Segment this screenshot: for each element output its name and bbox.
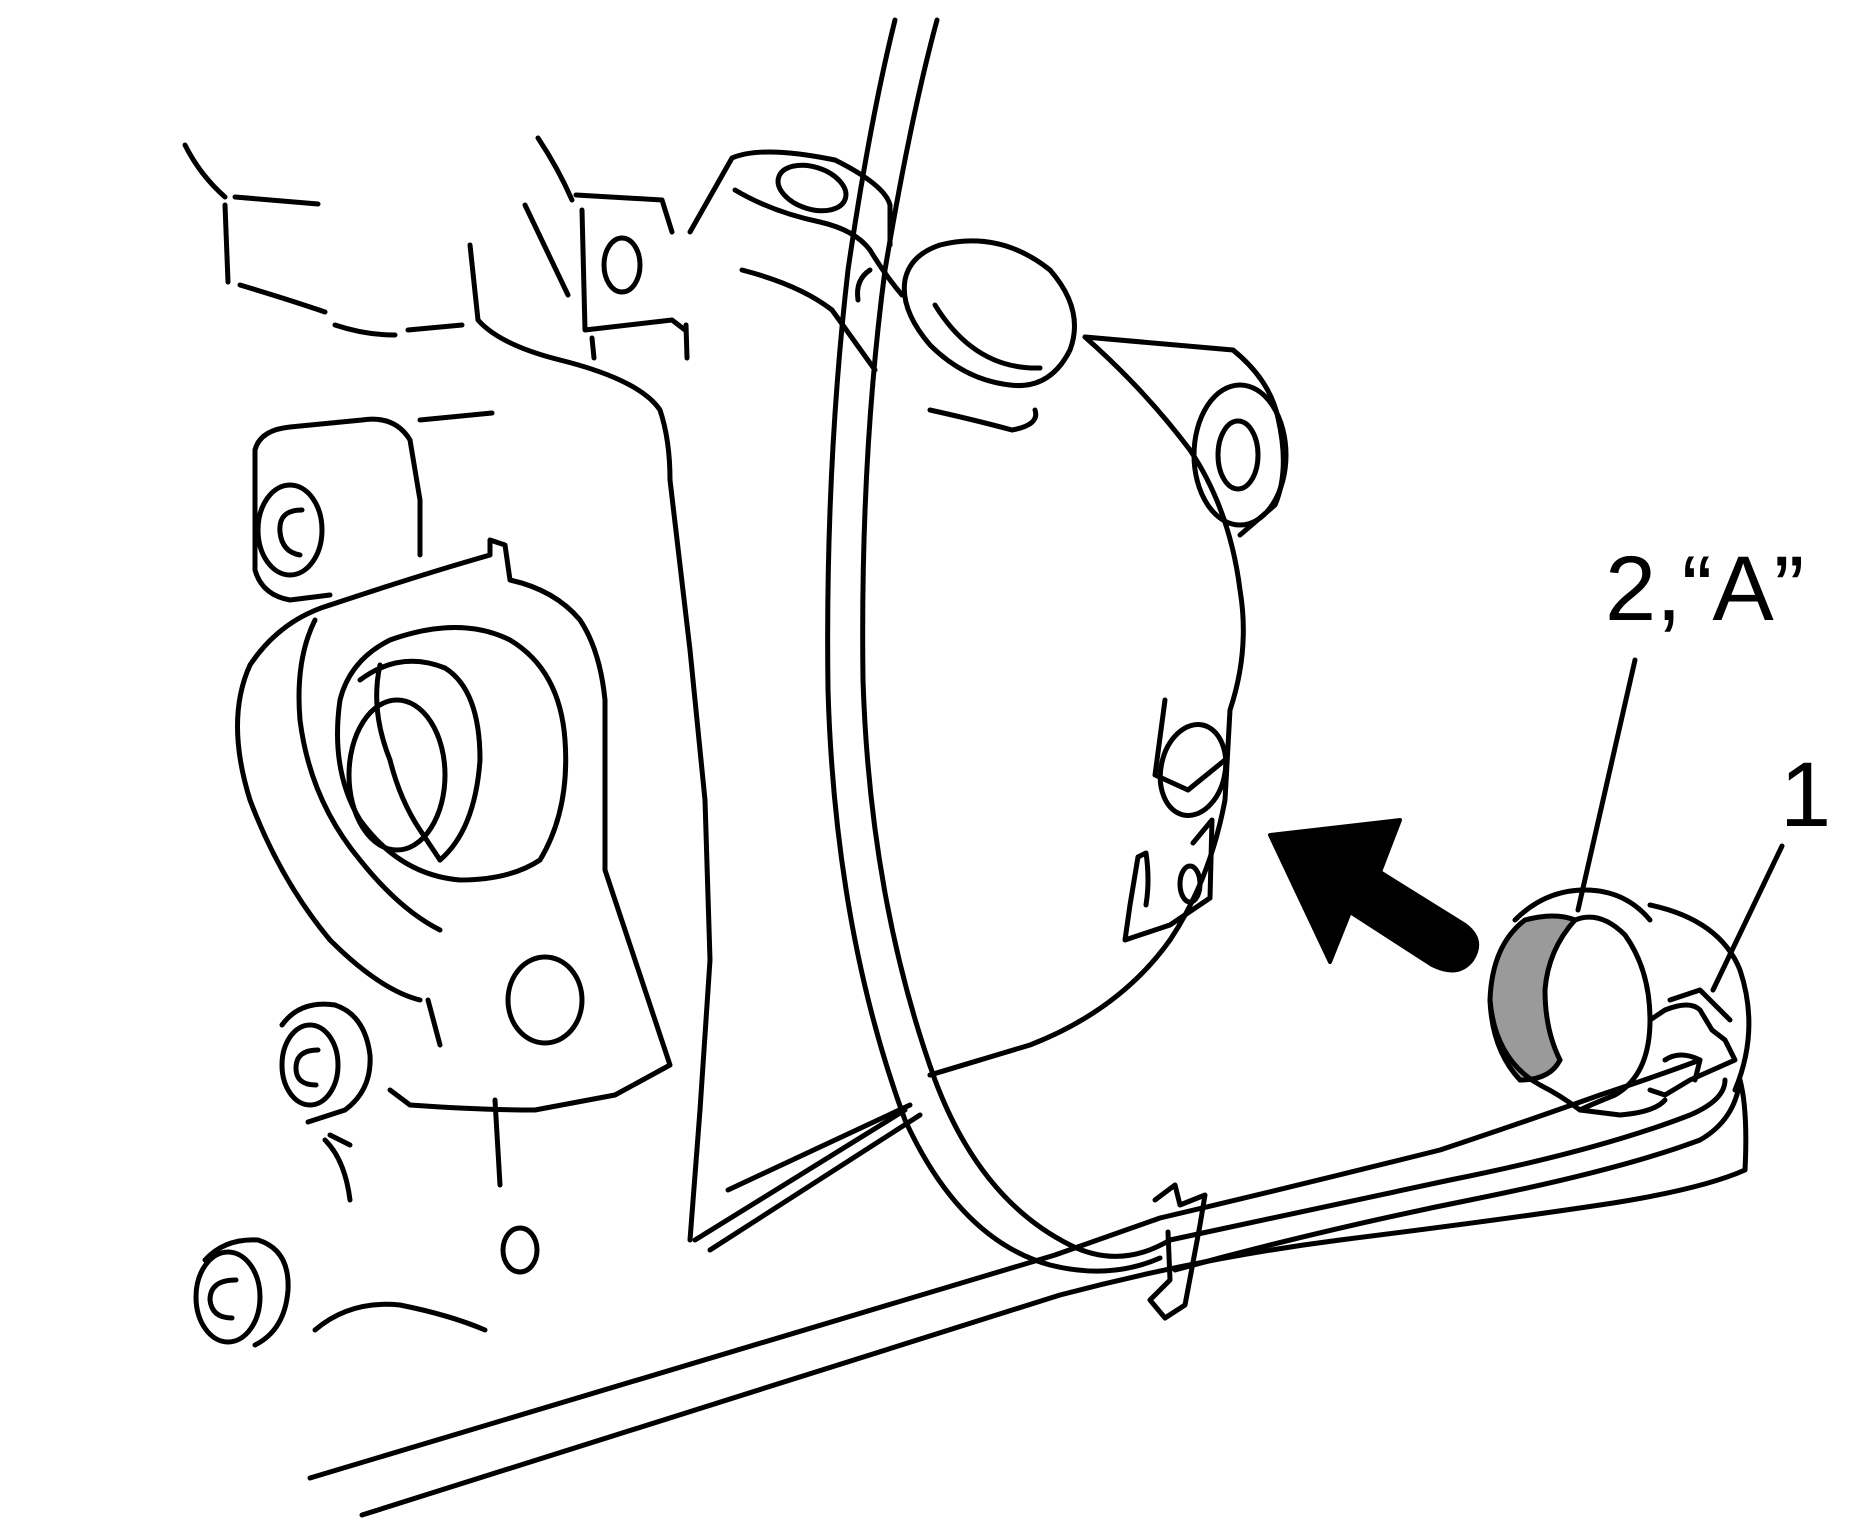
callout-label-2-a: 2,“A” [1605,538,1804,640]
sealant-ring [1487,913,1580,1083]
wiring-harness [307,1057,1749,1518]
left-bolts [193,1001,540,1348]
sensor-assembly [1487,887,1752,1118]
strut-lines [692,1057,983,1253]
left-mount [235,416,673,1188]
leader-lines [1575,657,1785,993]
callout-label-1: 1 [1780,744,1831,846]
vertical-pipe [825,17,1173,1274]
oval-port [901,238,1077,433]
install-direction-arrow [1268,818,1480,973]
harness-clip [1147,1182,1208,1321]
upper-left-outline [182,142,495,423]
leader-line-1 [1710,843,1785,993]
right-cover [927,334,1289,1078]
top-bracket [522,135,690,361]
leader-line-2 [1575,657,1638,913]
engine-block [467,149,905,1243]
